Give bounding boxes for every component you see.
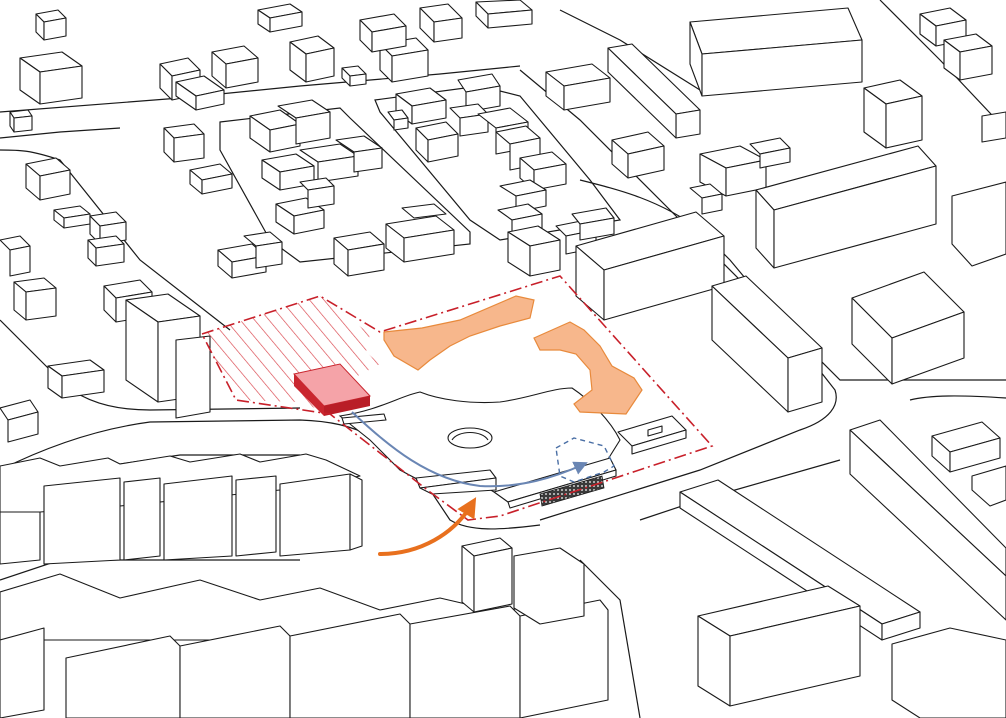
building-cn-10	[401, 203, 447, 219]
building-cn-02	[277, 99, 331, 145]
plaza-fountain-inner	[451, 431, 489, 441]
building-cn-12	[415, 121, 459, 163]
pavilion-pink	[293, 363, 371, 416]
building-ne-01	[545, 63, 611, 111]
building-e-09	[891, 627, 1006, 718]
road-north-east	[559, 9, 701, 91]
building-ne-13	[951, 181, 1006, 267]
building-nw-13	[475, 0, 533, 29]
buildings-west	[0, 123, 283, 443]
building-cn-01	[249, 109, 301, 153]
building-w-02	[53, 205, 91, 229]
road-far-east-lower	[909, 395, 1006, 401]
building-ne-02	[607, 43, 701, 139]
buildings-central-north	[249, 73, 615, 277]
buildings-north-west	[9, 0, 533, 133]
building-ne-08	[863, 79, 923, 149]
building-cn-09	[385, 215, 455, 263]
building-nw-11	[359, 13, 407, 53]
gravel-strip	[539, 475, 605, 507]
building-nw-03	[9, 109, 33, 133]
building-ne-11	[981, 111, 1006, 143]
site-boundary	[200, 275, 714, 521]
buildings-east	[575, 211, 1006, 718]
building-cn-08	[333, 231, 385, 277]
building-e-06	[849, 419, 1006, 621]
building-s-tower	[461, 537, 585, 625]
circulation-arrows	[351, 411, 588, 556]
plaza-fountain	[447, 427, 493, 449]
building-e-05	[971, 465, 1006, 507]
building-nw-07	[289, 35, 335, 83]
building-ne-07	[689, 183, 723, 215]
road-far-east	[879, 0, 1006, 131]
building-cn-21	[507, 225, 561, 277]
road-diagonal-west-upper	[0, 149, 231, 331]
building-w-04	[87, 235, 125, 267]
building-nw-10	[379, 37, 429, 83]
project-site	[200, 275, 714, 521]
building-ne-03	[689, 7, 863, 97]
building-w-06	[13, 277, 57, 321]
low-wall-west	[341, 413, 387, 425]
building-e-08	[697, 585, 861, 707]
building-cn-05	[335, 135, 383, 173]
buildings-north-east	[545, 7, 1006, 269]
building-ne-10	[943, 33, 993, 81]
road-east-diagonal	[539, 179, 837, 521]
building-cn-07	[299, 177, 335, 209]
building-cn-06	[275, 197, 325, 235]
road-lower-south-east	[579, 559, 641, 718]
building-ne-04	[611, 131, 665, 179]
building-cn-23	[571, 207, 615, 241]
building-ne-06	[749, 137, 791, 169]
building-cn-11	[395, 87, 447, 125]
building-w-07	[163, 123, 205, 163]
building-ne-12	[755, 145, 937, 269]
building-w-11	[47, 359, 105, 399]
orange-access-arrow-icon	[378, 497, 477, 556]
building-nw-09	[341, 65, 367, 87]
building-w-10	[125, 293, 211, 419]
building-sw-02	[0, 573, 609, 718]
building-w-14	[0, 399, 39, 443]
building-e-03	[851, 271, 965, 385]
road-block-loop-a	[219, 107, 471, 263]
building-nw-12	[419, 3, 463, 43]
new-block-north	[383, 295, 535, 371]
new-block-east	[533, 321, 643, 415]
building-e-04	[931, 421, 1001, 473]
building-e-02	[711, 275, 823, 413]
dashed-footprint-icon	[555, 437, 615, 483]
building-nw-08	[257, 3, 303, 33]
building-sw-01	[0, 453, 363, 565]
building-nw-02	[19, 51, 83, 105]
building-w-05	[0, 235, 31, 277]
building-e-01	[575, 211, 725, 321]
building-cn-13	[387, 109, 409, 131]
building-nw-01	[35, 9, 67, 41]
building-w-01	[25, 157, 71, 201]
building-nw-06	[175, 75, 225, 111]
building-cn-04	[299, 143, 359, 183]
building-w-13	[243, 231, 283, 269]
low-building-east	[617, 415, 687, 455]
low-building-south	[415, 469, 497, 495]
road-north-edge-lower	[0, 127, 121, 139]
building-w-08	[189, 163, 233, 195]
road-north-edge	[0, 65, 521, 113]
building-w-03	[89, 211, 127, 245]
buildings-south-west	[0, 453, 609, 718]
building-nw-05	[211, 45, 259, 89]
building-ne-05	[699, 145, 767, 197]
blue-circulation-arrow-icon	[351, 411, 588, 488]
